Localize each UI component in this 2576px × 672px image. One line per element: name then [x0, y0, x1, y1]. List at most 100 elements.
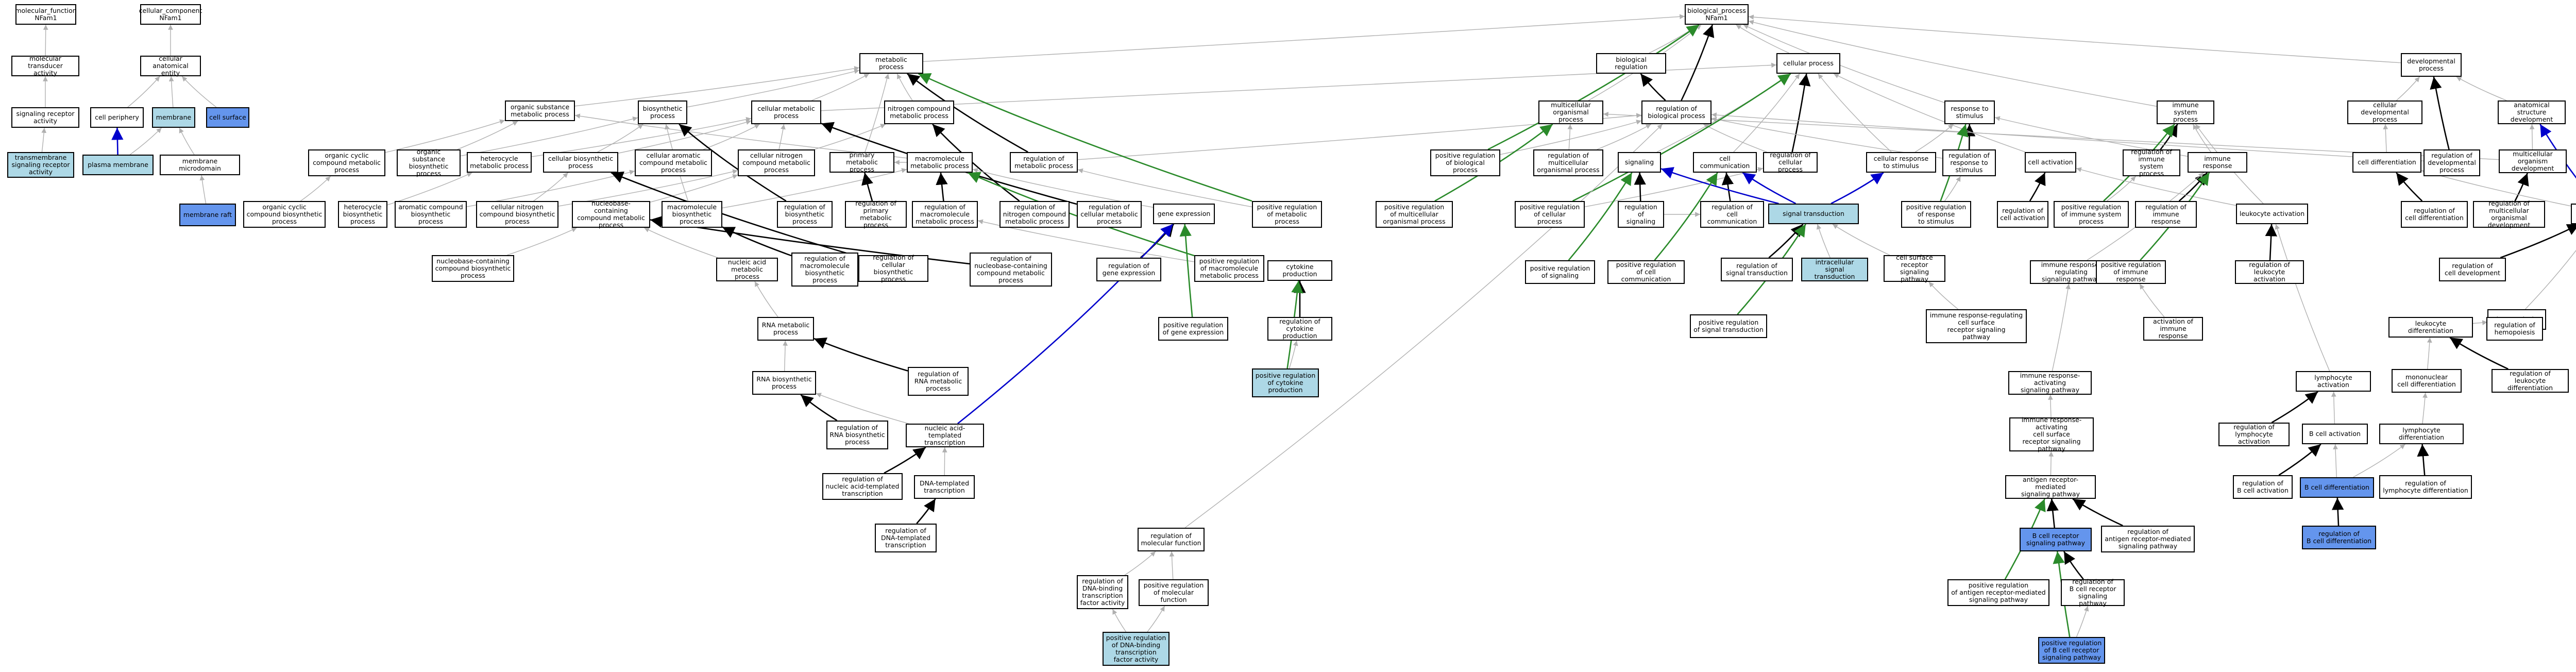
go-term-node-rsig[interactable]: regulation of signaling — [1618, 201, 1664, 228]
go-term-node-prbcrsp[interactable]: positive regulation of B cell receptor s… — [2038, 637, 2105, 664]
go-term-node-prmmp[interactable]: positive regulation of macromolecule met… — [1194, 255, 1264, 282]
go-term-node-macmp[interactable]: macromolecule metabolic process — [907, 152, 973, 173]
go-term-node-prir[interactable]: positive regulation of immune response — [2096, 260, 2166, 284]
go-term-node-rcp[interactable]: regulation of cellular process — [1763, 152, 1818, 173]
go-term-node-rgep[interactable]: positive regulation of gene expression — [1158, 317, 1228, 341]
go-term-node-rbca[interactable]: regulation of B cell activation — [2233, 475, 2293, 499]
go-term-node-rdbtfa[interactable]: regulation of DNA-binding transcription … — [1077, 575, 1128, 609]
go-term-node-mop[interactable]: multicellular organismal process — [1538, 100, 1603, 124]
go-term-node-prbp[interactable]: positive regulation of biological proces… — [1430, 149, 1500, 176]
go-term-node-prcc[interactable]: positive regulation of cell communicatio… — [1607, 260, 1685, 284]
go-term-node-rarmsp[interactable]: regulation of antigen receptor-mediated … — [2101, 526, 2195, 552]
go-term-node-cc[interactable]: cellular_component NFam1 — [139, 4, 202, 25]
go-term-node-crs[interactable]: cellular response to stimulus — [1866, 152, 1936, 173]
go-term-node-rcbp[interactable]: regulation of cellular biosynthetic proc… — [858, 254, 928, 283]
go-term-node-nadtt[interactable]: nucleic acid-templated transcription — [906, 424, 984, 447]
go-term-node-mcdiff[interactable]: mononuclear cell differentiation — [2392, 369, 2462, 393]
go-term-node-st[interactable]: signal transduction — [1768, 204, 1859, 224]
go-term-node-cae[interactable]: cellular anatomical entity — [140, 55, 201, 77]
go-term-node-rbp[interactable]: regulation of biological process — [1641, 100, 1711, 124]
go-term-node-rmf[interactable]: regulation of molecular function — [1138, 528, 1205, 551]
go-term-node-occbp[interactable]: organic cyclic compound biosynthetic pro… — [243, 201, 326, 228]
go-term-node-mraft[interactable]: membrane raft — [179, 204, 236, 226]
go-term-node-rcc[interactable]: regulation of cell communication — [1700, 201, 1764, 228]
go-term-node-dtt[interactable]: DNA-templated transcription — [914, 475, 975, 499]
go-term-node-rnadtt[interactable]: regulation of nucleic acid-templated tra… — [822, 473, 903, 500]
go-term-node-rlyact[interactable]: regulation of lymphocyte activation — [2218, 423, 2290, 446]
go-term-node-lydiff[interactable]: lymphocyte differentiation — [2379, 424, 2464, 444]
go-term-node-ccom[interactable]: cell communication — [1693, 152, 1757, 173]
go-term-node-prdbtfa[interactable]: positive regulation of DNA-binding trans… — [1103, 632, 1170, 666]
go-term-node-rncmp[interactable]: regulation of nitrogen compound metaboli… — [999, 201, 1070, 228]
go-term-node-cacmp[interactable]: cellular aromatic compound metabolic pro… — [635, 149, 712, 176]
go-term-node-risp[interactable]: regulation of immune system process — [2123, 148, 2180, 177]
go-term-node-rmbp[interactable]: regulation of macromolecule biosynthetic… — [791, 253, 858, 287]
go-term-node-sra[interactable]: signaling receptor activity — [11, 107, 79, 128]
go-term-node-prcp[interactable]: positive regulation of cellular process — [1515, 201, 1585, 228]
go-term-node-gexp[interactable]: gene expression — [1153, 204, 1215, 224]
go-term-node-rir[interactable]: regulation of immune response — [2135, 201, 2197, 228]
go-term-node-rmod[interactable]: regulation of multicellular organismal d… — [2473, 200, 2545, 229]
go-term-node-pm[interactable]: plasma membrane — [82, 155, 154, 175]
go-term-node-hcmp[interactable]: heterocycle metabolic process — [467, 152, 532, 173]
go-term-node-prisp[interactable]: positive regulation of immune system pro… — [2054, 201, 2129, 228]
go-term-node-cper[interactable]: cell periphery — [90, 107, 144, 128]
go-term-node-prcytp[interactable]: positive regulation of cytokine producti… — [1252, 368, 1319, 397]
go-term-node-ist[interactable]: intracellular signal transduction — [1801, 258, 1868, 281]
go-term-node-prsig[interactable]: positive regulation of signaling — [1525, 260, 1595, 284]
go-term-node-rts[interactable]: response to stimulus — [1944, 100, 1995, 124]
go-term-node-lact[interactable]: leukocyte activation — [2236, 204, 2308, 224]
go-term-node-nccmp[interactable]: nucleobase-containing compound metabolic… — [572, 200, 650, 229]
go-term-node-rhemo[interactable]: regulation of hemopoiesis — [2486, 317, 2543, 341]
go-term-node-rmop[interactable]: regulation of multicellular organismal p… — [1533, 149, 1603, 176]
go-term-node-devp[interactable]: developmental process — [2401, 53, 2462, 77]
go-term-node-rnabp[interactable]: RNA biosynthetic process — [752, 371, 816, 395]
go-term-node-rla[interactable]: regulation of leukocyte activation — [2235, 260, 2304, 284]
go-term-node-iracsrsp[interactable]: immune response-activating cell surface … — [2009, 416, 2094, 452]
go-term-node-mod[interactable]: multicellular organism development — [2499, 149, 2567, 173]
go-term-node-hbp[interactable]: heterocycle biosynthetic process — [338, 201, 387, 228]
go-term-node-mmd[interactable]: membrane microdomain — [160, 155, 240, 175]
go-term-node-mta[interactable]: molecular transducer activity — [11, 55, 79, 77]
go-term-node-ldiff[interactable]: leukocyte differentiation — [2388, 317, 2473, 338]
go-term-node-breg[interactable]: biological regulation — [1596, 53, 1666, 74]
go-term-node-rst[interactable]: regulation of signal transduction — [1721, 258, 1793, 281]
go-term-node-cmp[interactable]: cellular metabolic process — [751, 100, 821, 124]
go-term-node-osbp[interactable]: organic substance biosynthetic process — [397, 148, 461, 177]
go-term-node-bcdiff[interactable]: B cell differentiation — [2300, 477, 2374, 498]
go-term-node-pmp[interactable]: primary metabolic process — [829, 152, 894, 173]
go-term-node-bcrsp[interactable]: B cell receptor signaling pathway — [2020, 528, 2092, 551]
go-term-node-cdp[interactable]: cellular developmental process — [2347, 100, 2422, 124]
go-term-node-cncbp[interactable]: cellular nitrogen compound biosynthetic … — [476, 201, 558, 228]
go-term-node-aoir[interactable]: activation of immune response — [2143, 317, 2203, 341]
go-term-node-asd[interactable]: anatomical structure development — [2498, 100, 2566, 124]
go-term-node-rrs[interactable]: regulation of response to stimulus — [1942, 149, 1996, 176]
go-term-node-isp[interactable]: immune system process — [2157, 100, 2214, 124]
go-term-node-rge[interactable]: regulation of gene expression — [1096, 258, 1161, 281]
go-term-node-cytp[interactable]: cytokine production — [1267, 260, 1332, 281]
go-term-node-csurf[interactable]: cell surface — [206, 107, 249, 128]
go-term-node-rcdev[interactable]: regulation of cell development — [2439, 258, 2506, 281]
go-term-node-rdp[interactable]: regulation of developmental process — [2424, 149, 2480, 176]
go-term-node-mf[interactable]: molecular_function NFam1 — [15, 4, 77, 25]
go-term-node-prrs[interactable]: positive regulation of response to stimu… — [1901, 201, 1971, 228]
go-term-node-rncmp2[interactable]: regulation of nucleobase-containing comp… — [970, 253, 1052, 287]
go-term-node-rrmp[interactable]: regulation of RNA metabolic process — [908, 367, 969, 396]
go-term-node-prmp[interactable]: positive regulation of metabolic process — [1252, 201, 1322, 228]
go-term-node-sig[interactable]: signaling — [1618, 152, 1661, 173]
go-term-node-memb[interactable]: membrane — [152, 107, 195, 128]
go-term-node-metp[interactable]: metabolic process — [859, 53, 923, 74]
go-term-node-irrcsrsp[interactable]: immune response-regulating cell surface … — [1926, 309, 2027, 343]
go-term-node-rlyd[interactable]: regulation of lymphocyte differentiation — [2379, 475, 2472, 499]
go-term-node-rrnabp[interactable]: regulation of RNA biosynthetic process — [826, 421, 888, 449]
go-term-node-cbp[interactable]: cellular biosynthetic process — [543, 152, 618, 173]
go-term-node-acbp[interactable]: aromatic compound biosynthetic process — [395, 201, 467, 228]
go-term-node-rcytp[interactable]: regulation of cytokine production — [1267, 317, 1332, 341]
go-term-node-biop[interactable]: biosynthetic process — [638, 100, 687, 124]
go-term-node-rca[interactable]: regulation of cell activation — [1997, 201, 2048, 228]
go-term-node-iresp[interactable]: immune response — [2188, 152, 2247, 173]
go-term-node-ncbp[interactable]: nucleobase-containing compound biosynthe… — [432, 255, 514, 282]
go-term-node-occmp[interactable]: organic cyclic compound metabolic proces… — [308, 149, 385, 176]
go-term-node-rmp[interactable]: regulation of metabolic process — [1010, 152, 1078, 173]
go-term-node-cdev[interactable]: cell development — [2571, 204, 2576, 224]
